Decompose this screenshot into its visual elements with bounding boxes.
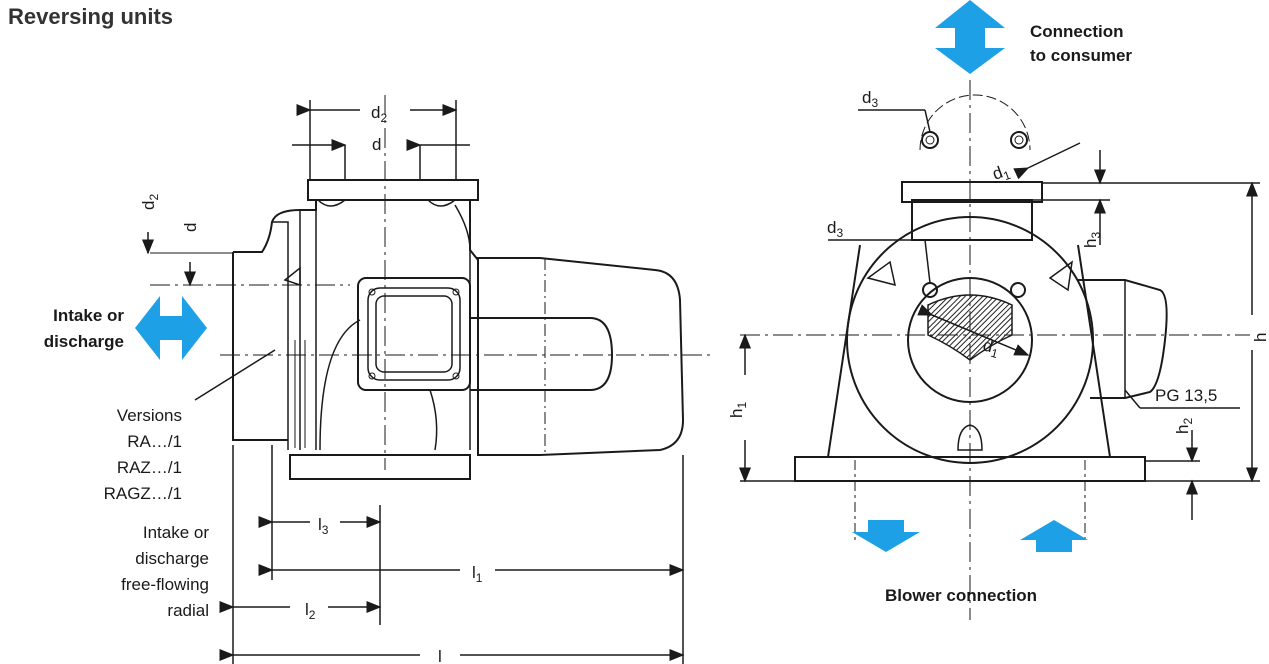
front-top-flange xyxy=(901,181,1043,203)
radial-line3: free-flowing xyxy=(121,575,209,594)
side-view-dim-text: d2 d d2 d l3 l1 l2 l xyxy=(139,103,483,664)
connection-label-line1: Connection xyxy=(1030,22,1124,41)
version-ragz: RAGZ…/1 xyxy=(103,484,182,503)
dim-h: h xyxy=(1251,333,1269,342)
dim-d3-top: d3 xyxy=(862,88,878,110)
dim-d2-top: d2 xyxy=(371,103,387,125)
housing-outline xyxy=(233,200,479,261)
versions-heading: Versions xyxy=(116,406,182,425)
dim-d1-mid: d1 xyxy=(980,336,1002,362)
front-view-dimensions xyxy=(739,109,1260,520)
intake-label-line1: Intake or xyxy=(53,306,124,325)
version-ra: RA…/1 xyxy=(127,432,182,451)
dim-d3-mid: d3 xyxy=(827,218,843,240)
dim-h1: h1 xyxy=(727,402,749,418)
page-title: Reversing units xyxy=(8,4,174,29)
connection-label-line2: to consumer xyxy=(1030,46,1133,65)
motor-body xyxy=(477,257,685,456)
dim-l: l xyxy=(438,647,442,664)
dim-d2-left: d2 xyxy=(139,194,161,210)
blower-connection-label: Blower connection xyxy=(885,586,1038,605)
dim-h2: h2 xyxy=(1173,418,1195,434)
top-flange xyxy=(307,179,479,201)
dim-l3: l3 xyxy=(318,515,329,537)
blower-out-arrow-icon xyxy=(852,520,920,552)
version-raz: RAZ…/1 xyxy=(116,458,182,477)
radial-line4: radial xyxy=(167,601,209,620)
dim-l1: l1 xyxy=(472,563,483,585)
side-view xyxy=(150,95,715,480)
dim-h3: h3 xyxy=(1081,232,1103,248)
intake-discharge-arrow-icon xyxy=(135,296,207,360)
front-view-dim-text: d3 d3 d1 d1 h h1 h3 h2 xyxy=(727,88,1269,434)
blower-in-arrow-icon xyxy=(1020,520,1088,552)
side-box xyxy=(1078,279,1168,399)
intake-label-line2: discharge xyxy=(43,332,124,351)
terminal-box xyxy=(357,277,471,391)
pg-label: PG 13,5 xyxy=(1155,386,1218,405)
side-view-dimensions xyxy=(142,100,685,664)
shaft-hatch xyxy=(927,294,1013,361)
radial-line2: discharge xyxy=(135,549,209,568)
radial-line1: Intake or xyxy=(142,523,209,542)
dim-d-left: d xyxy=(181,223,200,232)
front-neck xyxy=(911,199,1033,241)
consumer-connection-arrow-icon xyxy=(935,0,1005,74)
dim-d-top: d xyxy=(372,135,381,154)
dim-l2: l2 xyxy=(305,600,316,622)
base-foot xyxy=(289,454,471,480)
